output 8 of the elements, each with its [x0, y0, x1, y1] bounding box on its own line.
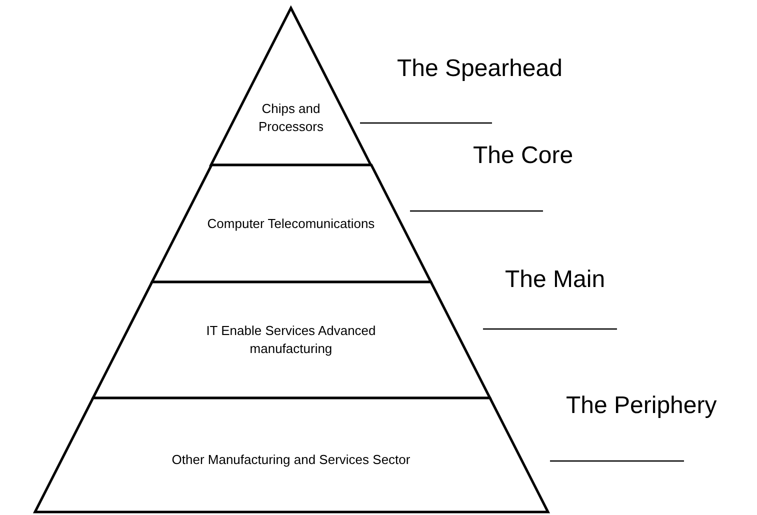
tier-label: Other Manufacturing and Services Sector: [170, 451, 412, 469]
tier-label: Chips and Processors: [257, 100, 324, 136]
level-label: The Periphery: [566, 392, 717, 420]
level-label: The Main: [505, 266, 606, 294]
level-label: The Core: [473, 142, 574, 170]
level-label: The Spearhead: [397, 55, 562, 83]
tier-label: Computer Telecomunications: [206, 215, 376, 233]
tier-label: IT Enable Services Advanced manufacturing: [205, 322, 377, 358]
